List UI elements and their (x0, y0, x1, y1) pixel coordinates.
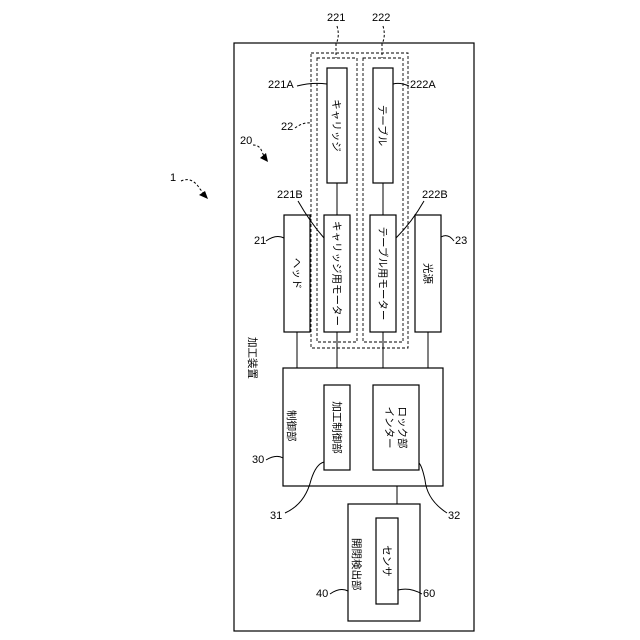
light-source-label: 光源 (422, 263, 435, 284)
interlock-unit-label-line2: ロック部 (396, 407, 409, 449)
ref-222B: 222B (422, 189, 448, 201)
ref-1: 1 (170, 172, 176, 184)
interlock-unit-box (373, 385, 419, 470)
ref-40: 40 (316, 588, 328, 600)
table-motor-label: テーブル用モーター (377, 227, 390, 321)
ref-1-arrowhead (199, 191, 208, 199)
interlock-unit-label-line1: インター (383, 407, 395, 449)
ref-22: 22 (281, 121, 293, 133)
ref-30: 30 (252, 454, 264, 466)
carriage-motor-label: キャリッジ用モーター (331, 221, 343, 326)
ref-222: 222 (372, 12, 390, 24)
sensor-label: センサ (381, 545, 393, 577)
control-unit-label: 制御部 (285, 410, 298, 442)
ref-23: 23 (455, 235, 467, 247)
open-close-detector-label: 開閉検出部 (350, 538, 363, 591)
carriage-label: キャリッジ (330, 99, 342, 152)
ref-20: 20 (240, 135, 252, 147)
processing-device-label: 加工装置 (246, 337, 259, 379)
head-label: ヘッド (291, 258, 303, 290)
ref-21: 21 (254, 235, 266, 247)
table-label: テーブル (376, 105, 389, 146)
ref-32: 32 (448, 510, 460, 522)
ref-31: 31 (270, 510, 282, 522)
ref-221A: 221A (268, 79, 294, 91)
processing-control-unit-label: 加工制御部 (331, 401, 344, 454)
ref-60: 60 (423, 588, 435, 600)
ref-221: 221 (327, 12, 345, 24)
ref-221B: 221B (277, 189, 303, 201)
ref-222A: 222A (410, 79, 436, 91)
